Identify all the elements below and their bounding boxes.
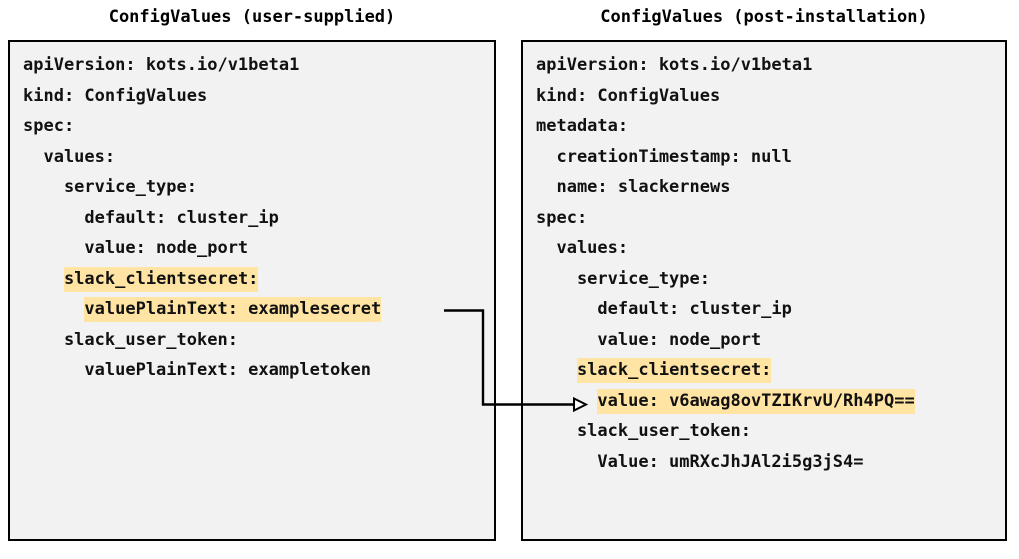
right-yaml-line: slack_clientsecret:	[536, 355, 1005, 386]
left-yaml-line: apiVersion: kots.io/v1beta1	[23, 50, 494, 81]
right-code-lines: apiVersion: kots.io/v1beta1 kind: ConfigV…	[536, 50, 1005, 477]
left-yaml-line: valuePlainText: exampletoken	[23, 355, 494, 386]
right-yaml-line: kind: ConfigValues	[536, 81, 1005, 112]
right-yaml-text: metadata:	[536, 116, 629, 136]
right-yaml-text: kind: ConfigValues	[536, 85, 721, 106]
left-yaml-highlighted-text: slack_clientsecret:	[63, 266, 259, 292]
right-yaml-line: creationTimestamp: null	[536, 142, 1005, 173]
right-yaml-line: slack_user_token:	[536, 416, 1005, 447]
right-yaml-line: Value: umRXcJhJAl2i5g3jS4=	[536, 447, 1005, 478]
left-yaml-text: apiVersion: kots.io/v1beta1	[23, 55, 300, 75]
right-yaml-text: default: cluster_ip	[536, 299, 792, 319]
right-yaml-text: values:	[536, 238, 629, 258]
right-yaml-text: service_type:	[536, 268, 710, 289]
left-yaml-line: kind: ConfigValues	[23, 81, 494, 112]
right-panel-title: ConfigValues (post-installation)	[600, 7, 928, 27]
right-yaml-text: Value: umRXcJhJAl2i5g3jS4=	[536, 451, 864, 472]
left-yaml-highlighted-text: valuePlainText: examplesecret	[84, 297, 382, 322]
right-yaml-line: service_type:	[536, 264, 1005, 295]
right-yaml-text: name: slackernews	[536, 177, 731, 197]
left-panel: ConfigValues (user-supplied) apiVersion:…	[8, 6, 496, 541]
left-yaml-text	[23, 267, 64, 292]
right-yaml-text: creationTimestamp: null	[536, 146, 792, 167]
right-yaml-text: value: node_port	[536, 329, 762, 350]
left-yaml-text: spec:	[23, 116, 75, 136]
right-yaml-text: slack_user_token:	[536, 421, 751, 441]
right-configvalues-box: apiVersion: kots.io/v1beta1 kind: ConfigV…	[521, 40, 1007, 541]
left-yaml-line: default: cluster_ip	[23, 203, 494, 234]
right-yaml-text: apiVersion: kots.io/v1beta1	[536, 55, 813, 75]
left-yaml-text: value: node_port	[23, 238, 249, 258]
left-yaml-text: kind: ConfigValues	[23, 85, 208, 106]
left-yaml-text: slack_user_token:	[23, 329, 238, 350]
right-yaml-line: value: node_port	[536, 325, 1005, 356]
left-yaml-line: service_type:	[23, 172, 494, 203]
left-yaml-line: slack_user_token:	[23, 325, 494, 356]
left-panel-title: ConfigValues (user-supplied)	[108, 7, 396, 27]
right-yaml-text	[536, 358, 577, 383]
left-yaml-text	[23, 297, 84, 322]
left-yaml-line: slack_clientsecret:	[23, 264, 494, 295]
right-yaml-line: name: slackernews	[536, 172, 1005, 203]
right-yaml-text	[536, 389, 597, 414]
left-yaml-text: valuePlainText: exampletoken	[23, 360, 371, 380]
right-yaml-line: apiVersion: kots.io/v1beta1	[536, 50, 1005, 81]
right-yaml-line: metadata:	[536, 111, 1005, 142]
right-yaml-line: value: v6awag8ovTZIKrvU/Rh4PQ==	[536, 386, 1005, 417]
right-yaml-line: default: cluster_ip	[536, 294, 1005, 325]
left-yaml-line: values:	[23, 142, 494, 173]
left-yaml-line: spec:	[23, 111, 494, 142]
left-code-lines: apiVersion: kots.io/v1beta1 kind: ConfigV…	[23, 50, 494, 386]
left-yaml-text: default: cluster_ip	[23, 207, 279, 228]
left-yaml-line: valuePlainText: examplesecret	[23, 294, 494, 325]
left-yaml-text: service_type:	[23, 177, 197, 197]
right-yaml-highlighted-text: slack_clientsecret:	[576, 358, 772, 383]
left-yaml-text: values:	[23, 146, 116, 167]
right-yaml-highlighted-text: value: v6awag8ovTZIKrvU/Rh4PQ==	[597, 388, 915, 414]
right-yaml-line: spec:	[536, 203, 1005, 234]
right-panel: ConfigValues (post-installation) apiVers…	[521, 6, 1007, 541]
left-yaml-line: value: node_port	[23, 233, 494, 264]
left-configvalues-box: apiVersion: kots.io/v1beta1 kind: ConfigV…	[8, 40, 496, 541]
right-yaml-text: spec:	[536, 207, 588, 228]
right-yaml-line: values:	[536, 233, 1005, 264]
